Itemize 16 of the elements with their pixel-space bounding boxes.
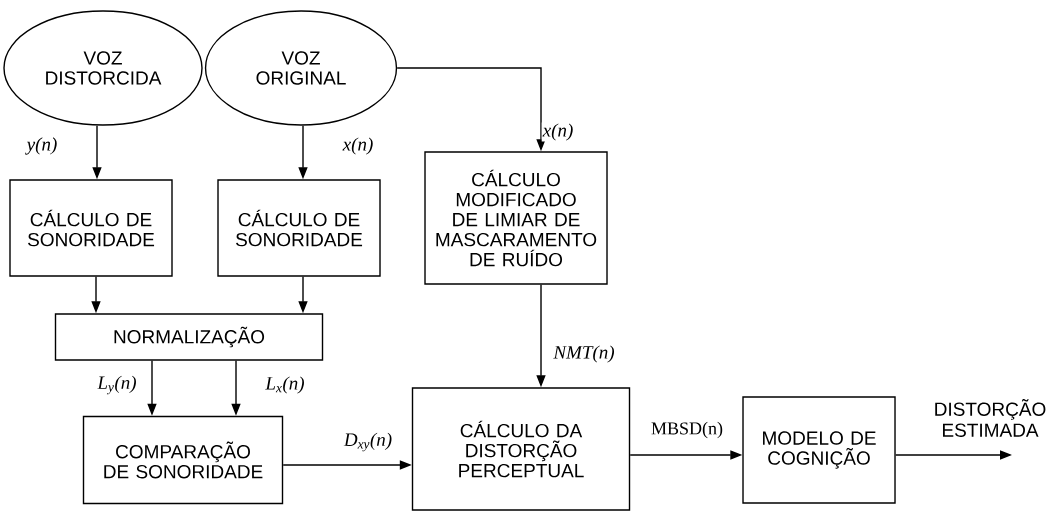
edge-label: L$_{y}$(n) [97,375,136,395]
edge-label: x(n) [542,123,573,141]
edge-label: DISTORÇÃO ESTIMADA [935,399,1046,437]
edge-label: MBSD(n) [651,421,723,439]
process-box: CÁLCULO MODIFICADO DE LIMIAR DE MASCARAMENTO DE RUÍDO [424,151,608,285]
process-box: CÁLCULO DE SONORIDADE [9,179,173,277]
edge-label: L$_{x}$(n) [265,376,304,394]
edge-label: NMT(n) [553,345,615,363]
process-box: NORMALIZAÇÃO [54,313,324,361]
edge-label: y(n) [25,137,57,155]
process-box: COMPARAÇÃO DE SONORIDADE [82,415,284,505]
edge-label: D$_{xy}$(n) [343,432,392,452]
process-box: CÁLCULO DE SONORIDADE [217,179,381,277]
process-box: MODELO DE COGNIÇÃO [742,396,896,504]
edge-label: x(n) [342,137,373,155]
process-box: CÁLCULO DA DISTORÇÃO PERCEPTUAL [411,387,631,511]
